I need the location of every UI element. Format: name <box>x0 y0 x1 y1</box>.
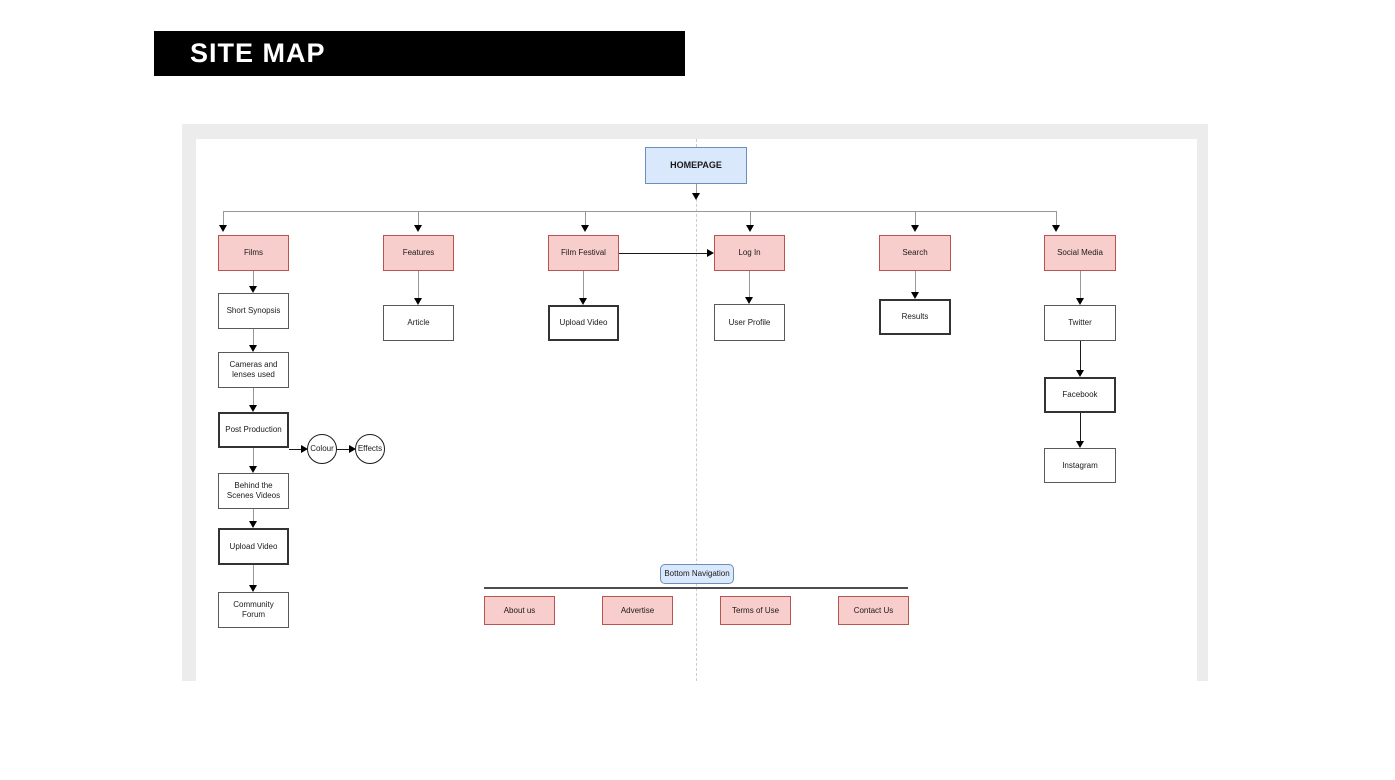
node-search[interactable]: Search <box>879 235 951 271</box>
node-cameras-and-lenses-used[interactable]: Cameras and lenses used <box>218 352 289 388</box>
node-contact-us[interactable]: Contact Us <box>838 596 909 625</box>
node-bottom-navigation[interactable]: Bottom Navigation <box>660 564 734 584</box>
arrowhead-down-icon <box>414 225 422 232</box>
arrowhead-down-icon <box>1052 225 1060 232</box>
connector-line <box>1080 413 1081 441</box>
connector-line <box>696 184 697 193</box>
node-facebook[interactable]: Facebook <box>1044 377 1116 413</box>
arrowhead-down-icon <box>1076 441 1084 448</box>
connector-rail <box>223 211 1056 212</box>
node-user-profile[interactable]: User Profile <box>714 304 785 341</box>
connector-line <box>915 211 916 225</box>
node-community-forum[interactable]: Community Forum <box>218 592 289 628</box>
connector-line <box>1080 271 1081 298</box>
arrowhead-down-icon <box>249 585 257 592</box>
connector-line <box>253 509 254 521</box>
arrowhead-down-icon <box>249 521 257 528</box>
connector-line <box>418 271 419 298</box>
node-terms-of-use[interactable]: Terms of Use <box>720 596 791 625</box>
node-upload-video-films[interactable]: Upload Video <box>218 528 289 565</box>
arrowhead-right-icon <box>707 249 714 257</box>
connector-line <box>1056 211 1057 225</box>
connector-line <box>583 271 584 298</box>
node-short-synopsis[interactable]: Short Synopsis <box>218 293 289 329</box>
arrowhead-down-icon <box>249 405 257 412</box>
arrowhead-down-icon <box>579 298 587 305</box>
node-results[interactable]: Results <box>879 299 951 335</box>
connector-line <box>289 449 301 450</box>
node-colour[interactable]: Colour <box>307 434 337 464</box>
arrowhead-right-icon <box>301 445 308 453</box>
arrowhead-down-icon <box>414 298 422 305</box>
node-upload-video-festival[interactable]: Upload Video <box>548 305 619 341</box>
connector-line <box>253 388 254 405</box>
node-advertise[interactable]: Advertise <box>602 596 673 625</box>
arrowhead-right-icon <box>349 445 356 453</box>
node-article[interactable]: Article <box>383 305 454 341</box>
node-log-in[interactable]: Log In <box>714 235 785 271</box>
connector-line <box>619 253 707 254</box>
page-divider-dashed-line <box>696 139 697 681</box>
arrowhead-down-icon <box>1076 370 1084 377</box>
connector-line <box>253 271 254 286</box>
node-film-festival[interactable]: Film Festival <box>548 235 619 271</box>
arrowhead-down-icon <box>581 225 589 232</box>
connector-line <box>585 211 586 225</box>
node-homepage[interactable]: HOMEPAGE <box>645 147 747 184</box>
arrowhead-down-icon <box>1076 298 1084 305</box>
connector-line <box>223 211 224 225</box>
connector-line <box>418 211 419 225</box>
connector-line <box>915 271 916 292</box>
node-post-production[interactable]: Post Production <box>218 412 289 448</box>
arrowhead-down-icon <box>911 225 919 232</box>
connector-line <box>749 271 750 297</box>
title-bar: SITE MAP <box>154 31 685 76</box>
arrowhead-down-icon <box>249 345 257 352</box>
node-twitter[interactable]: Twitter <box>1044 305 1116 341</box>
arrowhead-down-icon <box>745 297 753 304</box>
node-features[interactable]: Features <box>383 235 454 271</box>
connector-line <box>337 449 349 450</box>
arrowhead-down-icon <box>692 193 700 200</box>
connector-line <box>1080 341 1081 370</box>
connector-line <box>253 329 254 345</box>
node-social-media[interactable]: Social Media <box>1044 235 1116 271</box>
arrowhead-down-icon <box>249 466 257 473</box>
connector-line <box>253 565 254 585</box>
bottom-nav-divider <box>484 587 908 589</box>
page-title: SITE MAP <box>190 38 326 68</box>
arrowhead-down-icon <box>249 286 257 293</box>
connector-line <box>253 448 254 466</box>
connector-line <box>750 211 751 225</box>
node-instagram[interactable]: Instagram <box>1044 448 1116 483</box>
node-behind-the-scenes-videos[interactable]: Behind the Scenes Videos <box>218 473 289 509</box>
arrowhead-down-icon <box>911 292 919 299</box>
arrowhead-down-icon <box>219 225 227 232</box>
arrowhead-down-icon <box>746 225 754 232</box>
node-effects[interactable]: Effects <box>355 434 385 464</box>
node-about-us[interactable]: About us <box>484 596 555 625</box>
node-films[interactable]: Films <box>218 235 289 271</box>
